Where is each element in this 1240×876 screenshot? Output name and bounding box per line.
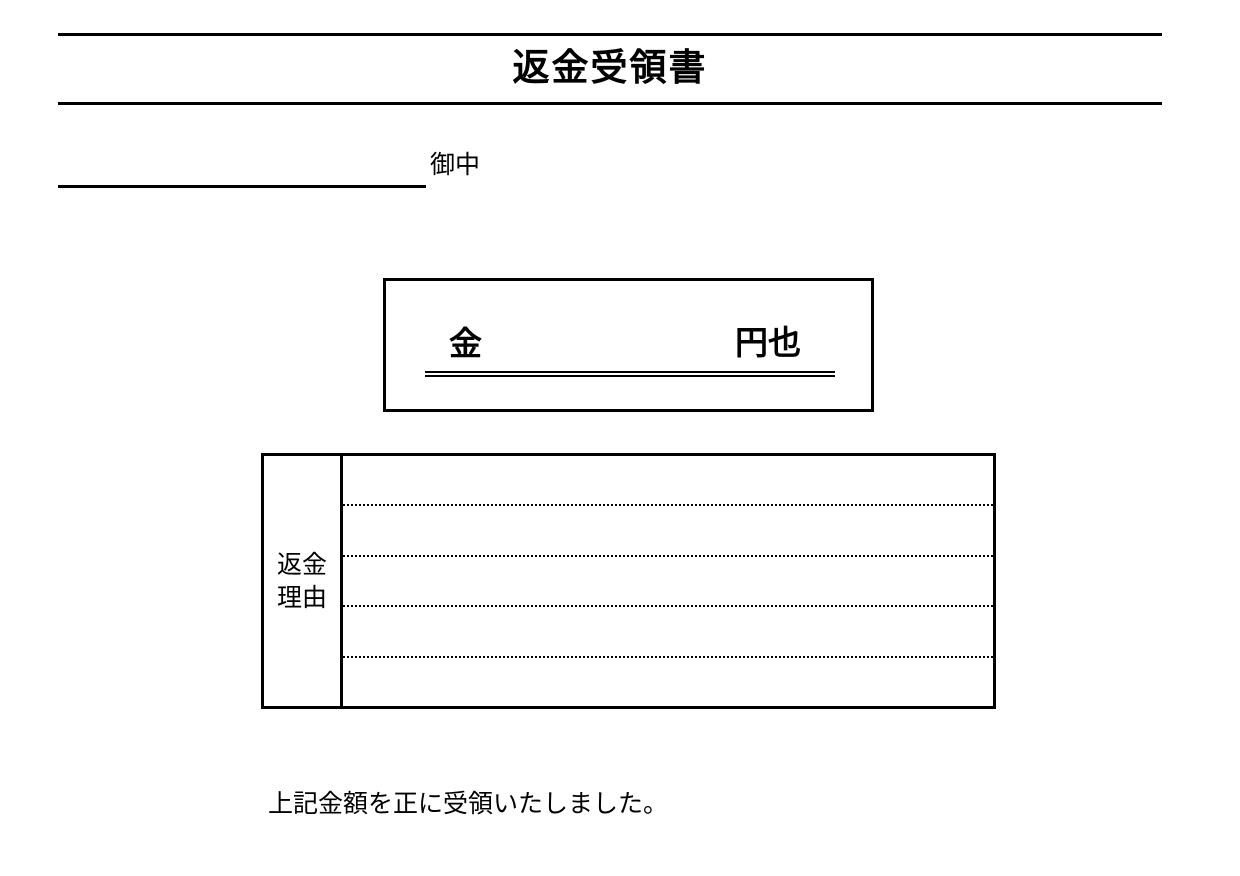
refund-reason-body-cell xyxy=(343,456,993,706)
amount-label: 金 xyxy=(449,324,482,363)
recipient-underline xyxy=(58,185,426,188)
refund-reason-row[interactable] xyxy=(343,554,993,605)
amount-box xyxy=(383,278,874,412)
page-title: 返金受領書 xyxy=(512,46,708,89)
amount-double-underline xyxy=(425,371,835,377)
title-rule-bottom xyxy=(58,102,1162,105)
amount-currency-label: 円也 xyxy=(735,323,801,362)
refund-reason-rows xyxy=(343,456,993,706)
refund-reason-row[interactable] xyxy=(343,504,993,554)
refund-reason-label: 返金 理由 xyxy=(276,550,327,612)
refund-reason-row[interactable] xyxy=(343,456,993,504)
recipient-honorific-label: 御中 xyxy=(430,150,481,179)
refund-reason-row[interactable] xyxy=(343,605,993,655)
receipt-acknowledgement-text: 上記金額を正に受領いたしました。 xyxy=(268,789,669,818)
title-rule-top xyxy=(58,33,1162,36)
refund-reason-row[interactable] xyxy=(343,655,993,706)
refund-reason-label-cell: 返金 理由 xyxy=(264,456,343,706)
refund-reason-table: 返金 理由 xyxy=(261,453,996,709)
